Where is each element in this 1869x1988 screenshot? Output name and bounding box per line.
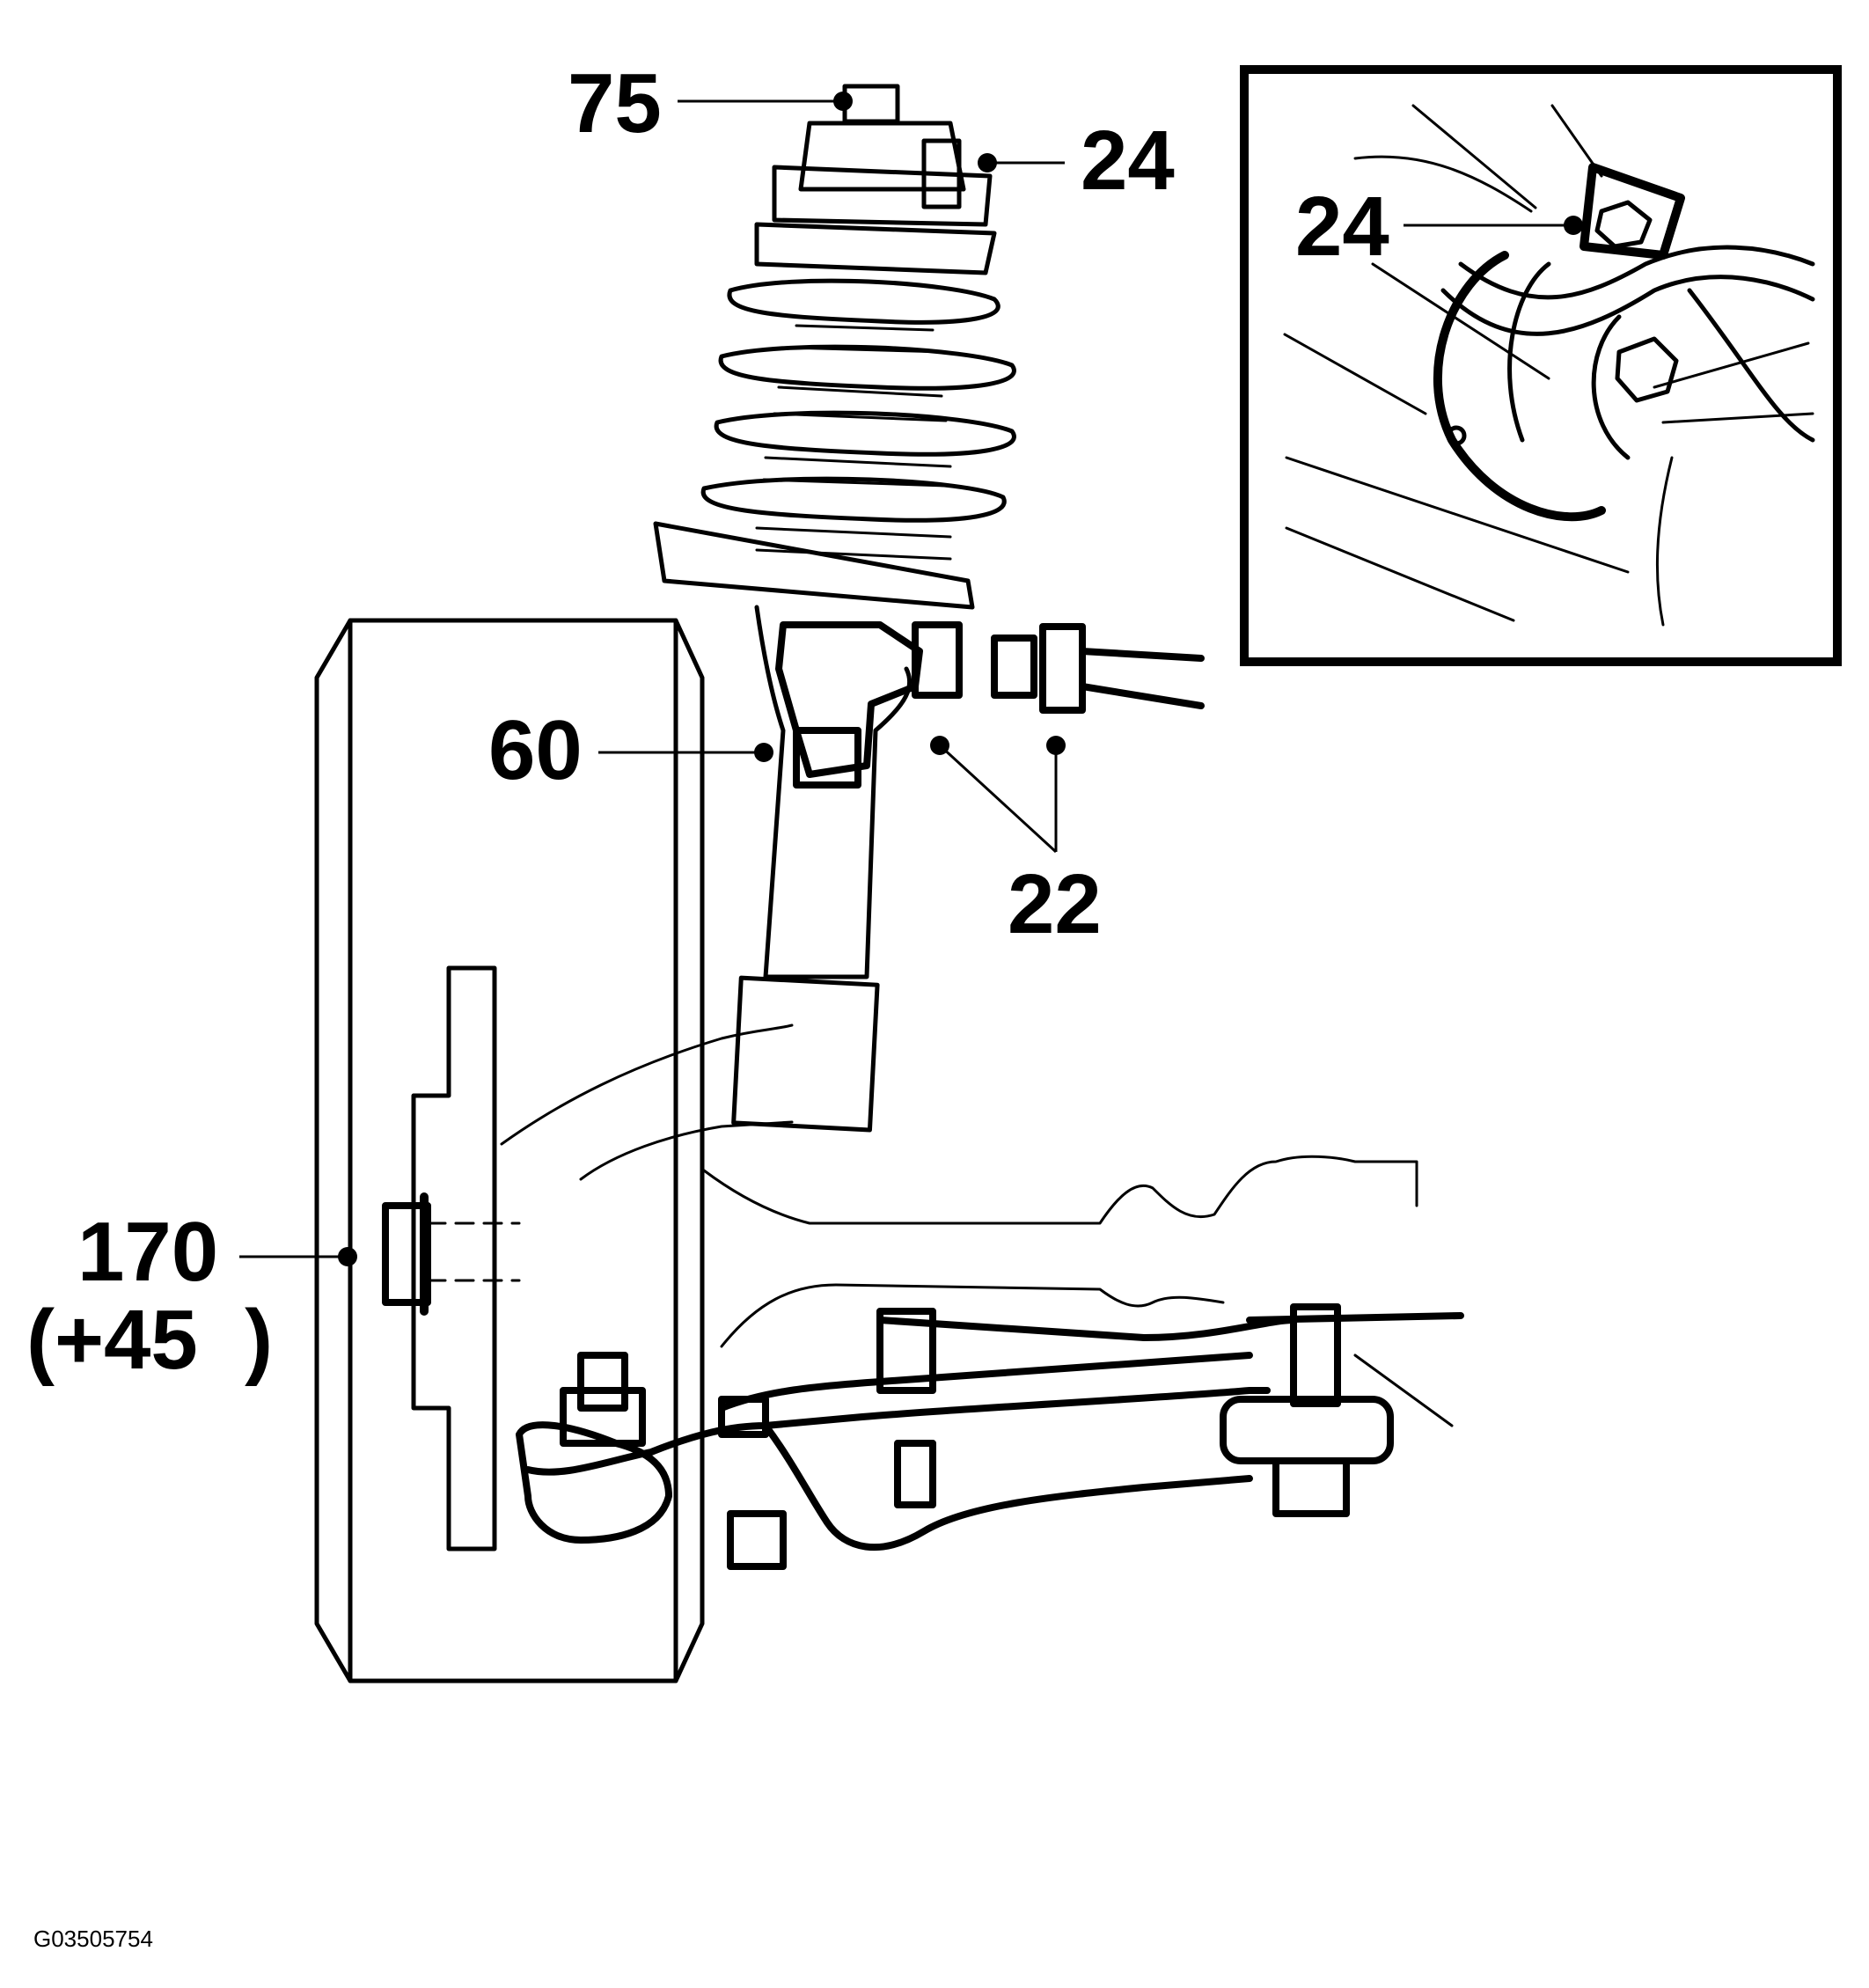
stabilizer-inset: 24 xyxy=(1240,65,1842,666)
wheel-assembly xyxy=(314,618,705,1684)
callout-75: 75 xyxy=(568,56,853,150)
tie-rod-end-nut-callout: 60 xyxy=(488,703,583,797)
strut-assembly xyxy=(653,84,1205,1133)
callout-75-dot xyxy=(833,92,853,111)
figure-code: G03505754 xyxy=(33,1926,153,1952)
strut-top-nut-callout: 75 xyxy=(568,56,662,150)
hub-nut-callout: 170 xyxy=(77,1205,218,1299)
callout-60: 60 xyxy=(488,703,773,797)
callout-22: 22 xyxy=(930,736,1102,951)
lower-arm-assembly xyxy=(500,1023,1464,1570)
callout-170-dot xyxy=(338,1247,357,1266)
hub-nut-angle-callout: (+45 ) xyxy=(26,1293,273,1387)
inset-frame xyxy=(1240,65,1842,666)
tie-rod-lock-nuts-callout: 22 xyxy=(1008,857,1102,951)
callout-24-dot xyxy=(978,153,997,172)
stabilizer-bracket-bolt-callout: 24 xyxy=(1295,180,1389,274)
inset-drawing xyxy=(1283,104,1815,627)
strut-mount-bolt-callout: 24 xyxy=(1081,114,1175,208)
callout-60-dot xyxy=(754,743,773,762)
inset-leader-dot xyxy=(1564,216,1583,235)
callout-24-top: 24 xyxy=(978,114,1175,208)
callout-170: 170 (+45 ) xyxy=(26,1205,357,1387)
